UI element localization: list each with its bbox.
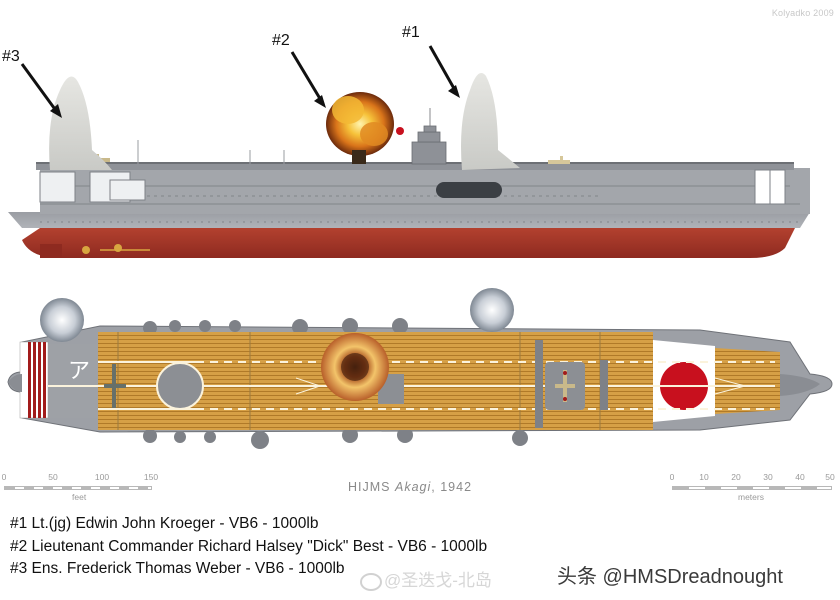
propeller: [114, 244, 122, 252]
scale-meters-tick: 30: [763, 472, 773, 482]
aircraft-elevator: [555, 370, 575, 402]
splash-1-plan: [470, 288, 514, 332]
explosion-2: [326, 92, 394, 164]
plan-view: ア: [7, 288, 833, 449]
deck-marking-a: ア: [68, 359, 90, 384]
weibo-icon: [360, 572, 382, 591]
legend-item-1: #1 Lt.(jg) Edwin John Kroeger - VB6 - 10…: [10, 515, 319, 532]
legend-item-2: #2 Lieutenant Commander Richard Halsey "…: [10, 537, 488, 555]
hit-legend: #1 Lt.(jg) Edwin John Kroeger - VB6 - 10…: [10, 513, 487, 581]
hit-label-3: #3: [2, 48, 20, 65]
water-splash-3: [49, 76, 112, 170]
scale-meters-tick: 20: [731, 472, 741, 482]
weibo-handle: @圣迭戈-北岛: [384, 571, 492, 590]
scale-meters-tick: 40: [795, 472, 805, 482]
stern-stripes: [28, 342, 46, 418]
scale-meters-tick: 0: [669, 472, 675, 482]
artist-credit: Kolyadko 2009: [771, 8, 834, 18]
scale-feet-tick: 0: [1, 472, 7, 482]
aircraft-bow: [548, 156, 570, 164]
splash-3-plan: [40, 298, 84, 342]
scale-feet-unit: feet: [72, 492, 87, 502]
aircraft-stern-deck: [104, 364, 126, 408]
scale-feet-tick: 50: [48, 472, 58, 482]
scale-meters-unit: meters: [738, 492, 764, 502]
island-superstructure: [411, 108, 447, 165]
scale-feet-tick: 100: [94, 472, 110, 482]
scale-meters-tick: 50: [825, 472, 835, 482]
side-profile-view: [8, 45, 810, 258]
scale-meters-tick: 10: [699, 472, 709, 482]
hull-lower-red: [22, 228, 795, 258]
legend-item-3: #3 Ens. Frederick Thomas Weber - VB6 - 1…: [10, 560, 345, 577]
hit-label-2: #2: [272, 32, 290, 49]
weibo-watermark: @圣迭戈-北岛: [360, 566, 492, 591]
deck-circle-marking: [156, 362, 204, 410]
scale-bar-meters: 0 10 20 30 40 50 meters: [669, 472, 835, 502]
hit-label-1: #1: [402, 24, 420, 41]
annotation-arrows: [20, 45, 460, 118]
title-prefix: HIJMS: [348, 480, 395, 494]
hull-recess: [436, 182, 502, 198]
propeller: [82, 246, 90, 254]
rudder: [40, 244, 62, 258]
toutiao-watermark: 头条 @HMSDreadnought: [557, 566, 783, 588]
ship-title: HIJMS Akagi, 1942: [348, 480, 472, 494]
scale-feet-tick: 150: [143, 472, 159, 482]
title-ship-name: Akagi: [394, 480, 432, 494]
scale-bar-feet: 0 50 100 150 feet: [1, 472, 158, 502]
title-year: , 1942: [431, 480, 473, 494]
explosion-2-plan: [321, 333, 389, 401]
water-splash-1: [461, 73, 520, 170]
